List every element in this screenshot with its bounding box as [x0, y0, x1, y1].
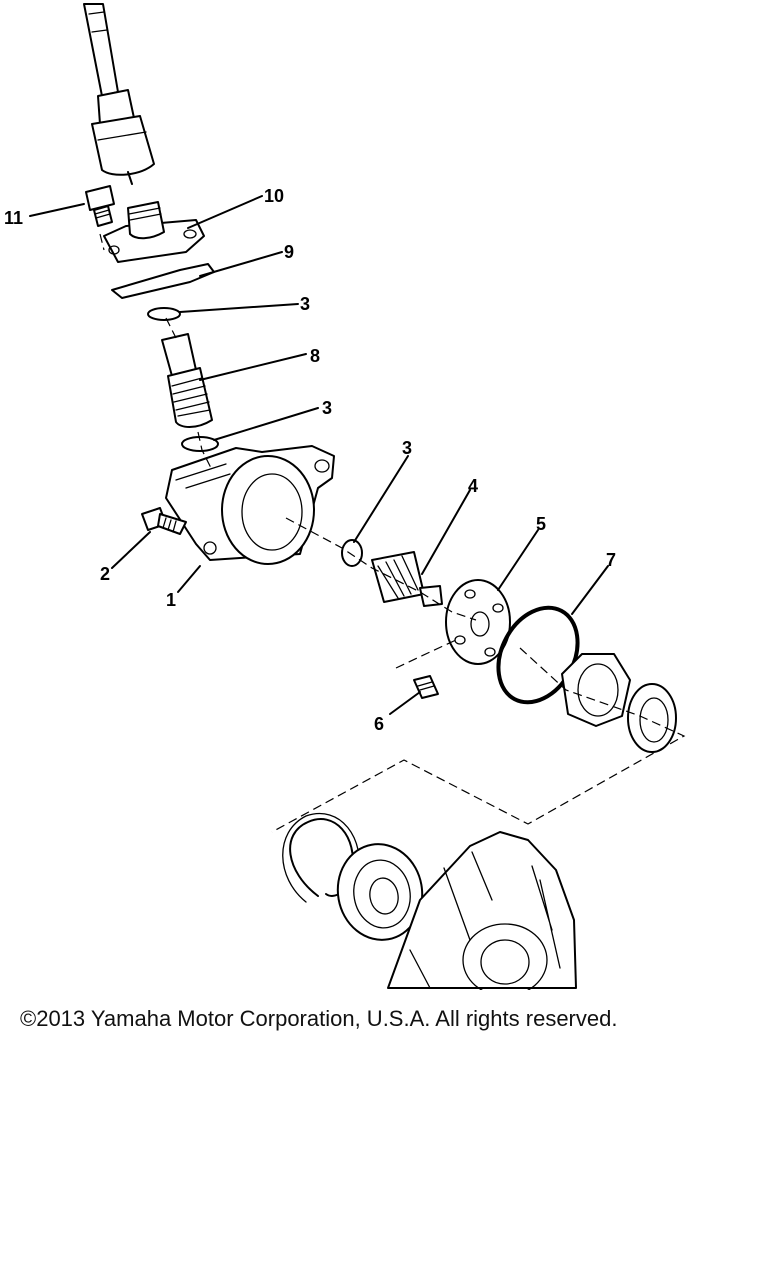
- callout-7: 7: [606, 550, 616, 570]
- speedometer-cable: [83, 3, 155, 185]
- gear-housing-1: [165, 445, 335, 565]
- washer-3-right: [341, 539, 363, 567]
- leader-lines: [29, 195, 609, 715]
- assembly-lines: [99, 233, 686, 833]
- screw-11: [85, 185, 115, 227]
- callout-8: 8: [310, 346, 320, 366]
- callout-2: 2: [100, 564, 110, 584]
- washer-3-upper: [147, 307, 181, 321]
- wheel-hub-cover: [387, 831, 577, 990]
- drive-gear-8: [161, 333, 213, 428]
- callout-3-right: 3: [402, 438, 412, 458]
- callout-6: 6: [374, 714, 384, 734]
- washer-3-middle: [181, 436, 219, 452]
- seal-ring: [627, 683, 677, 753]
- cable-guide-10: [103, 201, 205, 263]
- parts-exploded-diagram: 11 10 9 3 8 3 3 4 5 7 2 1 6: [4, 3, 686, 990]
- callout-labels: 11 10 9 3 8 3 3 4 5 7 2 1 6: [4, 186, 616, 734]
- callout-5: 5: [536, 514, 546, 534]
- callout-1: 1: [166, 590, 176, 610]
- bearing: [336, 843, 424, 941]
- callout-3-middle: 3: [322, 398, 332, 418]
- callout-10: 10: [264, 186, 284, 206]
- bolt-2: [141, 507, 187, 535]
- callout-4: 4: [468, 476, 478, 496]
- callout-3-upper: 3: [300, 294, 310, 314]
- hex-nut: [561, 653, 631, 727]
- driven-gear-4: [371, 551, 443, 607]
- gasket-9: [111, 263, 215, 299]
- callout-9: 9: [284, 242, 294, 262]
- callout-11: 11: [4, 208, 23, 228]
- copyright-notice: ©2013 Yamaha Motor Corporation, U.S.A. A…: [20, 1006, 618, 1031]
- retainer-plate-5: [445, 579, 511, 665]
